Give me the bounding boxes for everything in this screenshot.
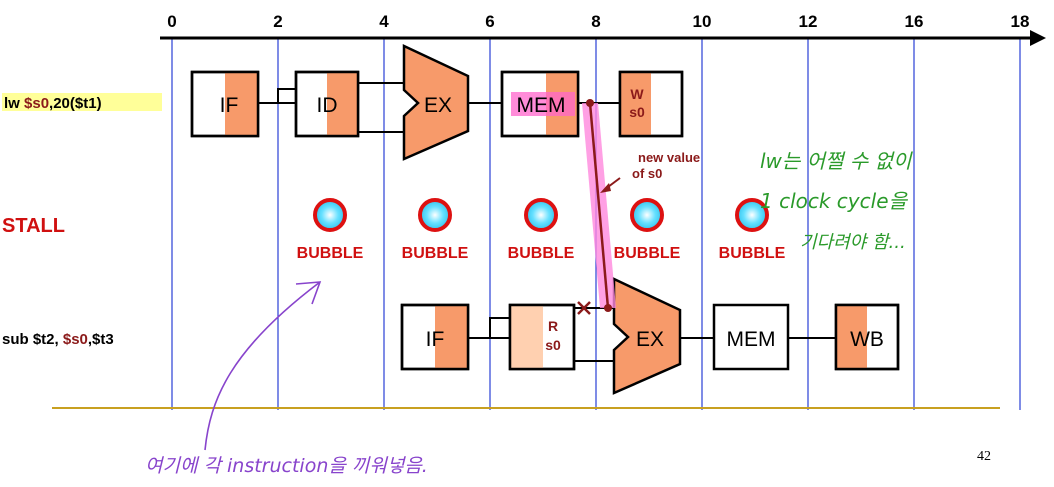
forward-source-dot <box>586 99 594 107</box>
bubble-1: BUBBLE <box>297 198 364 262</box>
forward-label-line1: new value <box>638 150 700 165</box>
sub-src-register: $s0 <box>63 331 88 348</box>
bubble-2: BUBBLE <box>402 198 469 262</box>
bubble-icon <box>524 198 558 232</box>
forwarding-path: new value of s0 <box>577 99 700 315</box>
sub-rf-label-r: R <box>548 318 558 334</box>
lw-wb-stage-shade <box>621 73 651 135</box>
connector-if-id-branch <box>277 88 296 103</box>
lw-wb-stage-border <box>618 70 684 138</box>
sub-instruction-label: sub $t2, $s0,$t3 <box>2 331 114 348</box>
sub-wb-label: WB <box>850 328 884 351</box>
sub-if-stage-shade <box>435 306 467 368</box>
forward-dest-dot <box>604 304 612 312</box>
forward-label-line2: of s0 <box>632 166 662 181</box>
bubble-label: BUBBLE <box>297 245 364 262</box>
bubble-label: BUBBLE <box>402 245 469 262</box>
sub-wb-stage-shade <box>837 306 867 368</box>
lw-if-stage-border <box>190 70 260 138</box>
lw-wb-label-w: W <box>630 86 644 102</box>
tick-label: 10 <box>693 12 712 31</box>
sub-wb-stage-border <box>834 303 900 371</box>
lw-operand: ,20($t1) <box>49 95 102 112</box>
lw-if-stage-shade <box>225 73 257 135</box>
time-axis-arrow-icon <box>1030 30 1046 46</box>
lw-pipeline: IF ID EX MEM W s0 <box>190 44 684 161</box>
forward-pointer-arrow-icon <box>600 183 611 193</box>
bubble-icon <box>313 198 347 232</box>
bubble-4: BUBBLE <box>614 198 681 262</box>
tick-label: 12 <box>799 12 818 31</box>
bubble-icon <box>630 198 664 232</box>
bubble-5: BUBBLE <box>719 198 786 262</box>
tick-label: 4 <box>379 12 389 31</box>
tick-label: 2 <box>273 12 282 31</box>
lw-id-label: ID <box>317 94 338 117</box>
connector-if-rf-branch <box>489 317 510 338</box>
tick-label: 8 <box>591 12 600 31</box>
lw-label-highlight <box>2 93 162 111</box>
sub-rf-stage-border <box>508 303 576 371</box>
lw-mem-stage-border <box>500 70 580 138</box>
annotation-arrow <box>204 281 321 451</box>
lw-id-stage-shade <box>327 73 357 135</box>
note-line-3: 기다려야 함... <box>800 232 906 253</box>
sub-if-label: IF <box>426 328 445 351</box>
lw-dest-register: $s0 <box>24 95 49 112</box>
bubble-icon <box>735 198 769 232</box>
sub-pipeline: IF R s0 EX MEM WB <box>400 277 900 395</box>
handwritten-annotation: 여기에 각 instruction을 끼워넣음. <box>145 281 428 477</box>
note-line-1: lw는 어쩔 수 없이 <box>760 149 913 173</box>
bubble-label: BUBBLE <box>508 245 575 262</box>
tick-label: 18 <box>1011 12 1030 31</box>
note-line-2: 1 clock cycle을 <box>760 189 908 213</box>
page-number: 42 <box>977 449 991 464</box>
lw-instruction-label: lw $s0,20($t1) <box>4 95 102 112</box>
sub-mem-label: MEM <box>727 328 776 351</box>
lw-id-stage-border <box>294 70 360 138</box>
tick-label: 6 <box>485 12 494 31</box>
blocked-path-x-icon <box>577 301 591 315</box>
bubble-row: BUBBLE BUBBLE BUBBLE BUBBLE BUBBLE <box>297 198 786 262</box>
sub-mem-stage <box>712 303 790 371</box>
lw-ex-alu <box>402 44 470 161</box>
bubble-label: BUBBLE <box>614 245 681 262</box>
lw-if-label: IF <box>220 94 239 117</box>
sub-if-stage-border <box>400 303 470 371</box>
instruction-labels: lw $s0,20($t1) STALL sub $t2, $s0,$t3 <box>2 93 162 348</box>
stall-label: STALL <box>2 215 65 237</box>
bubble-3: BUBBLE <box>508 198 575 262</box>
sub-ex-alu <box>612 277 682 395</box>
lw-mem-highlight <box>511 92 575 116</box>
time-axis: 0 2 4 6 8 10 12 16 18 <box>160 12 1046 46</box>
bubble-icon <box>418 198 452 232</box>
tick-label: 0 <box>167 12 176 31</box>
sub-rf-label-s0: s0 <box>545 337 561 353</box>
lw-mem-label: MEM <box>517 94 566 117</box>
lw-wb-label-s0: s0 <box>629 104 645 120</box>
annotation-arrow-head-icon <box>295 281 322 305</box>
annotation-text: 여기에 각 instruction을 끼워넣음. <box>145 455 428 477</box>
handwritten-note: lw는 어쩔 수 없이 1 clock cycle을 기다려야 함... <box>760 149 913 253</box>
sub-opcode: sub $t2, <box>2 331 63 348</box>
sub-rf-stage-shade <box>511 306 543 368</box>
sub-operand: ,$t3 <box>88 331 114 348</box>
bubble-label: BUBBLE <box>719 245 786 262</box>
lw-ex-label: EX <box>424 94 452 117</box>
tick-label: 16 <box>905 12 924 31</box>
lw-opcode: lw <box>4 95 24 112</box>
sub-ex-label: EX <box>636 328 664 351</box>
forward-line <box>588 102 610 309</box>
